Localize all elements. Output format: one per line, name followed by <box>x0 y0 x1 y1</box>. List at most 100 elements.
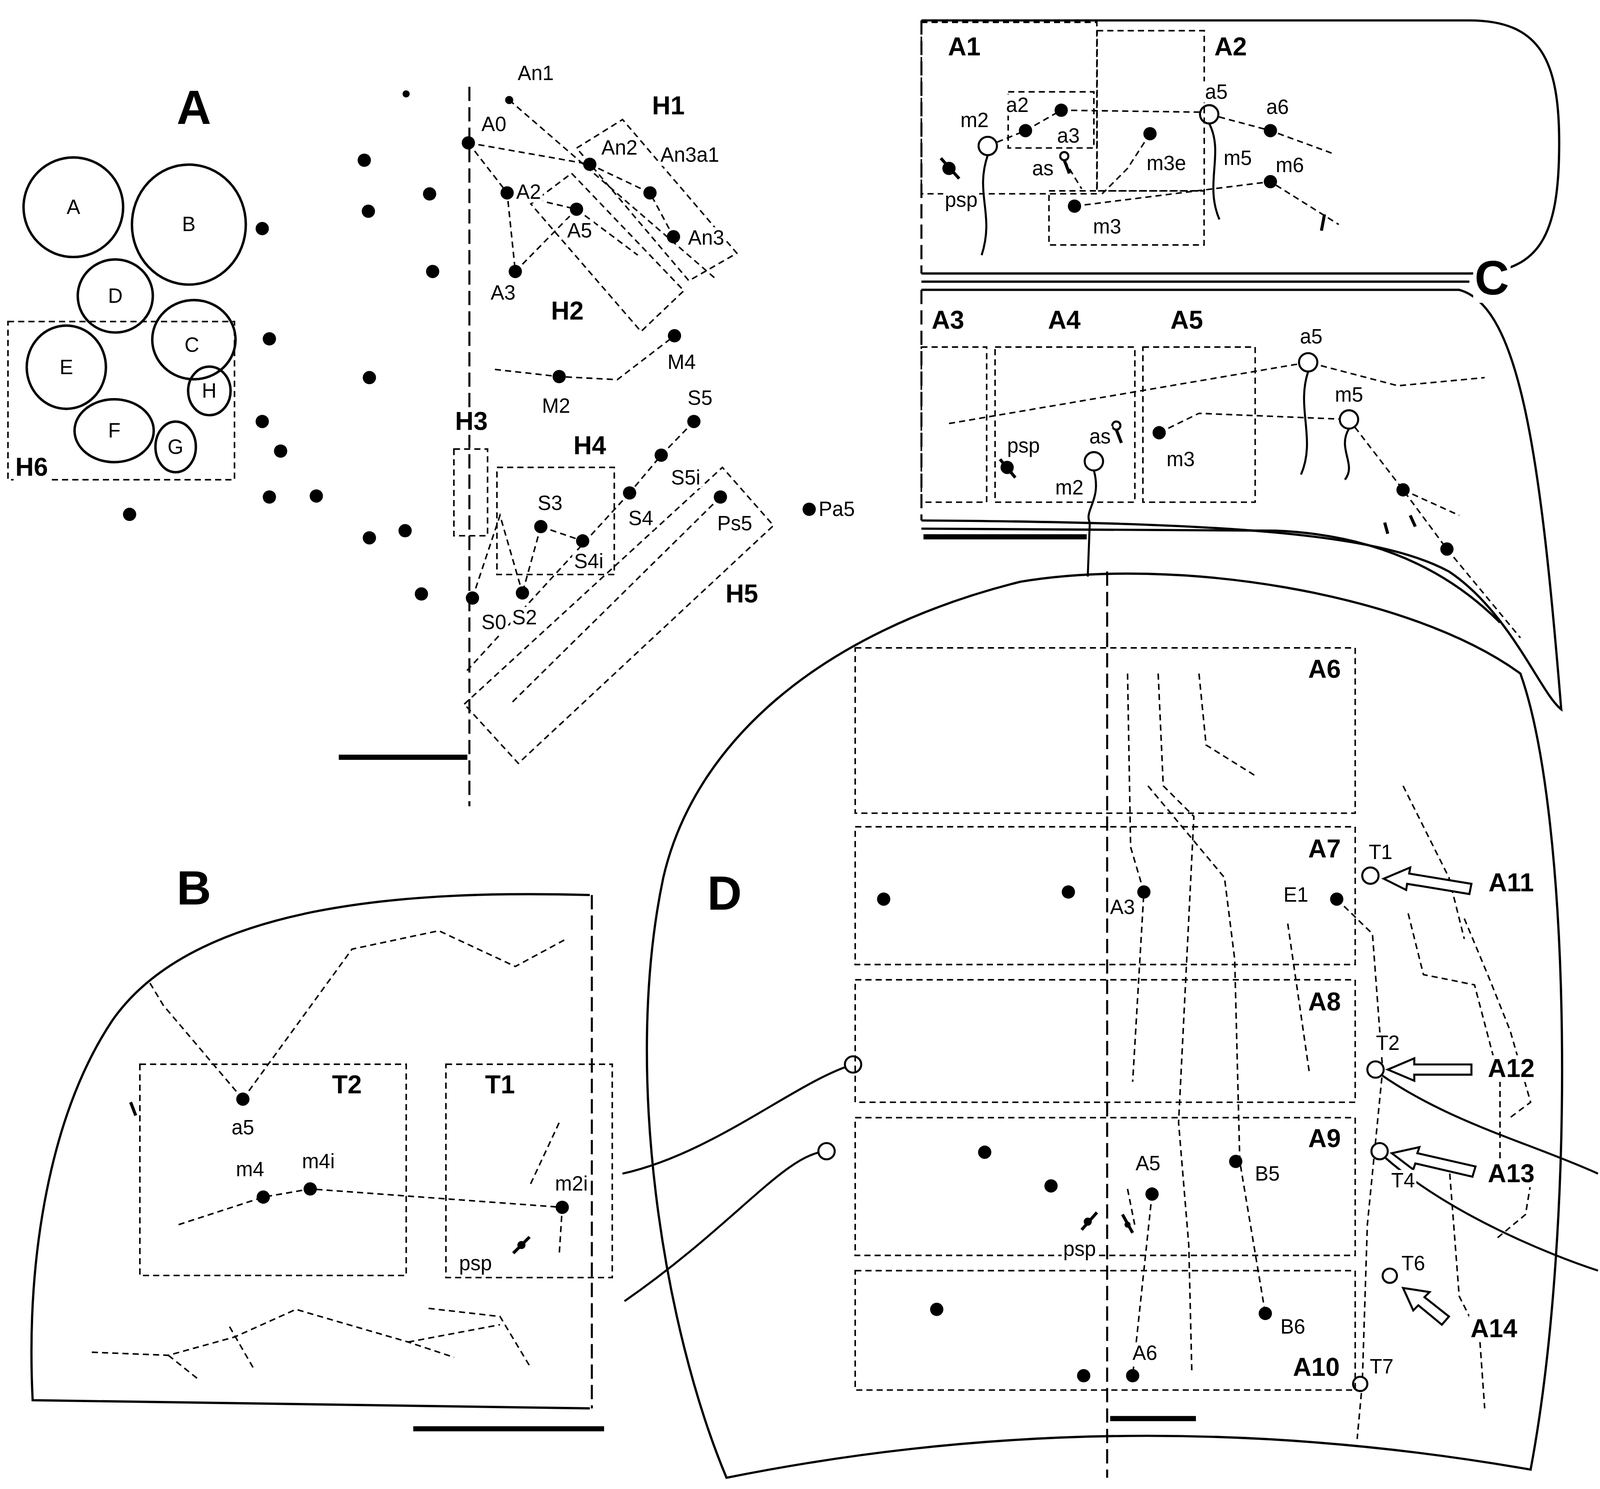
macrochaeta-dot <box>123 90 1454 1383</box>
microchaeta-tick <box>999 459 1015 478</box>
midline <box>590 895 593 1409</box>
chaeta-name: m3 <box>1091 215 1123 238</box>
chaeta-name: S4 <box>626 507 655 530</box>
macrochaeta-dot <box>414 587 428 601</box>
chaeta-name: An3 <box>686 227 727 249</box>
node-outline <box>152 300 236 380</box>
region-label: T2 <box>330 1071 364 1099</box>
dashed-line <box>1287 923 1310 1072</box>
chaeta-name: a3 <box>1055 125 1082 147</box>
macrochaeta-dot <box>1152 426 1166 440</box>
macrochaeta-dot <box>402 90 410 98</box>
chaeta-name: An1 <box>516 62 556 85</box>
chaeta-name: m2 <box>1053 477 1086 499</box>
chaeta-name: T7 <box>1368 1356 1396 1378</box>
macrochaeta-dot <box>977 1145 992 1159</box>
hollow-arrow <box>1383 867 1476 1325</box>
macrochaeta-dot <box>713 490 727 504</box>
dashed-line <box>1159 413 1521 638</box>
macrochaeta-dot <box>1263 174 1277 189</box>
dashed-line <box>408 1325 500 1343</box>
hair <box>981 155 988 256</box>
chaeta-name: T2 <box>1374 1032 1402 1055</box>
chaeta-name: A0 <box>479 113 508 136</box>
macrochaeta-dot <box>1124 1221 1131 1228</box>
macrochaeta-dot <box>1396 483 1410 497</box>
macrochaeta-dot <box>687 414 701 428</box>
chaeta-name: m2i <box>553 1173 590 1195</box>
eye-patch-letter: H <box>200 380 218 402</box>
region-label: H5 <box>724 580 760 608</box>
chaeta-name: S2 <box>510 606 539 629</box>
macrochaeta-dot <box>643 186 657 200</box>
macrochaeta-dot <box>1137 885 1151 899</box>
macrochaeta-dot <box>1228 1154 1243 1169</box>
microchaeta-tick <box>513 1236 530 1254</box>
chaeta-name: E1 <box>1281 884 1310 907</box>
dashed-line <box>147 979 243 1100</box>
sensillum-circle <box>1299 353 1318 372</box>
macrochaeta-dot <box>1061 885 1075 899</box>
callout-number: A13 <box>1486 1160 1537 1188</box>
node-outline <box>576 119 737 281</box>
microchaeta-tick <box>1081 1212 1097 1231</box>
node-outline <box>855 647 1356 814</box>
node-outline <box>1142 347 1256 503</box>
eye-patch: G <box>154 420 198 474</box>
scale-bar <box>413 1426 605 1432</box>
chaeta-name: An2 <box>599 137 640 160</box>
dashed-line <box>1064 160 1082 189</box>
dashed-line <box>1127 673 1144 1082</box>
region-label: A3 <box>930 307 966 334</box>
macrochaeta-dot <box>1143 127 1157 141</box>
callout-number: A14 <box>1468 1315 1519 1343</box>
macrochaeta-dot <box>1077 1369 1091 1383</box>
macrochaeta-dot <box>569 202 584 216</box>
dashed-line <box>1403 785 1465 939</box>
node-outline <box>855 1117 1356 1256</box>
body-outline <box>921 280 1470 283</box>
node-outline <box>855 979 1356 1103</box>
sensillum-circle <box>1199 105 1219 124</box>
chaeta-name: m6 <box>1274 154 1306 177</box>
midline <box>468 86 471 807</box>
node-outline <box>464 467 774 764</box>
macrochaeta-dot <box>1067 199 1082 213</box>
eye-patch-letter: D <box>106 285 125 307</box>
region-label: A5 <box>1168 307 1205 334</box>
sensillum-circle <box>844 1056 862 1073</box>
region-label: A7 <box>1306 835 1343 863</box>
chaeta-name: A3 <box>1108 896 1137 919</box>
macrochaeta-dot <box>666 230 680 244</box>
chaeta-name: T6 <box>1399 1252 1428 1275</box>
region-label: A2 <box>1212 33 1249 61</box>
eye-patch-letter: A <box>64 196 82 218</box>
scale-bar <box>1110 1416 1196 1422</box>
node-outline <box>921 347 987 503</box>
macrochaeta-dot <box>1044 1179 1058 1193</box>
dashed-line <box>229 1327 254 1368</box>
chaeta-name: m5 <box>1222 147 1254 169</box>
node-outline <box>139 1064 407 1276</box>
chaeta-name: m3e <box>1144 152 1188 175</box>
macrochaeta-dot <box>504 96 513 105</box>
scale-bar <box>923 534 1087 540</box>
chaeta-region-box: A3 <box>921 347 987 503</box>
macrochaeta-dot <box>357 153 371 167</box>
chaeta-name: a6 <box>1264 96 1291 118</box>
chaeta-region-box: H2 <box>530 173 684 332</box>
chaeta-name: m4i <box>300 1150 337 1173</box>
region-label: T1 <box>483 1071 517 1099</box>
node-outline <box>921 347 987 503</box>
region-label: H1 <box>650 92 687 120</box>
eye-patch-letter: F <box>106 420 122 442</box>
chaeta-region-box: A6 <box>855 647 1356 814</box>
node-outline <box>139 1064 407 1276</box>
chaeta-region-box: H6EHFG <box>7 321 235 480</box>
chaeta-name: A5 <box>1133 1152 1162 1175</box>
panel-letter: C <box>1472 252 1511 303</box>
microchaeta-tick <box>1410 515 1416 527</box>
chaeta-name: psp <box>943 189 980 211</box>
body-outline <box>921 289 1561 710</box>
